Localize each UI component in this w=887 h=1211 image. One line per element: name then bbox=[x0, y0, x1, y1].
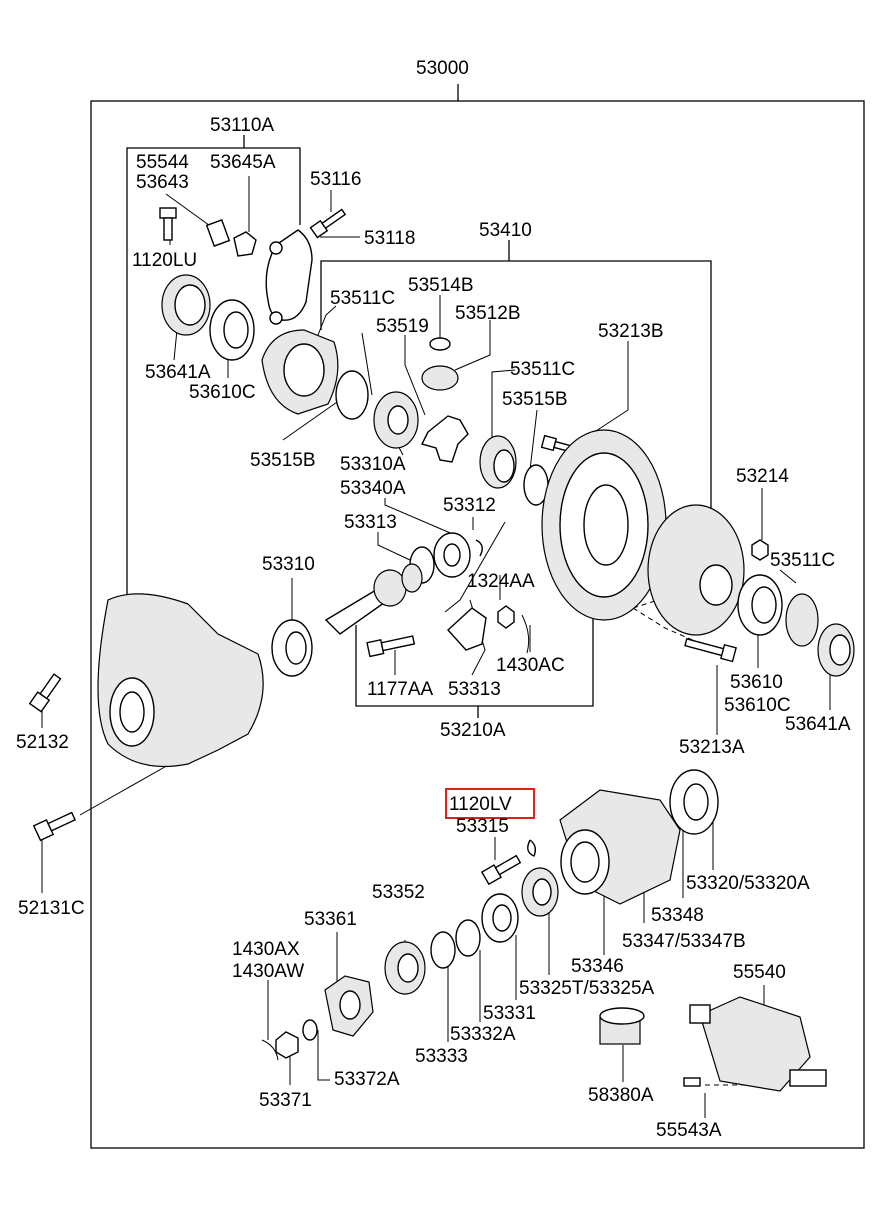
spider-shaft bbox=[420, 415, 469, 463]
washer-53372a bbox=[302, 1019, 318, 1041]
bolt-1120lu bbox=[159, 207, 177, 241]
nut-53371 bbox=[275, 1031, 299, 1059]
label-1177aa[interactable]: 1177AA bbox=[367, 679, 434, 700]
label-53348[interactable]: 53348 bbox=[651, 905, 704, 926]
label-55540[interactable]: 55540 bbox=[733, 962, 786, 983]
bolt-52131c bbox=[32, 811, 76, 842]
label-53511c-right[interactable]: 53511C bbox=[770, 550, 835, 571]
label-1430ax[interactable]: 1430AX bbox=[232, 939, 300, 960]
label-53515b-right[interactable]: 53515B bbox=[502, 389, 568, 410]
parts-drawings bbox=[28, 207, 855, 1092]
gasket-53313 bbox=[447, 607, 487, 651]
assembly-label: 53000 bbox=[416, 58, 469, 79]
label-53325t-53325a[interactable]: 53325T/53325A bbox=[519, 978, 655, 999]
adjuster-gear-left bbox=[161, 274, 211, 336]
label-53361[interactable]: 53361 bbox=[304, 909, 357, 930]
label-52131c[interactable]: 52131C bbox=[18, 898, 85, 919]
carrier-housing bbox=[97, 593, 264, 768]
label-53372a[interactable]: 53372A bbox=[334, 1069, 400, 1090]
side-gear-right bbox=[479, 435, 517, 489]
label-53645a[interactable]: 53645A bbox=[210, 152, 276, 173]
label-55544[interactable]: 55544 bbox=[136, 152, 189, 173]
bearing-left bbox=[209, 299, 255, 361]
label-53371[interactable]: 53371 bbox=[259, 1090, 312, 1111]
assembly-frame bbox=[90, 100, 865, 1149]
highlight-label[interactable]: 1120LV bbox=[449, 794, 512, 815]
label-53213b[interactable]: 53213B bbox=[598, 321, 664, 342]
pinion-bearing-upper bbox=[433, 532, 471, 578]
adjuster-gear-right bbox=[817, 623, 855, 677]
label-53514b[interactable]: 53514B bbox=[408, 275, 474, 296]
bearing-right bbox=[737, 574, 783, 636]
label-53315[interactable]: 53315 bbox=[456, 816, 509, 837]
seal-53352 bbox=[384, 941, 426, 995]
label-55543a[interactable]: 55543A bbox=[656, 1120, 722, 1141]
washer-53333 bbox=[430, 931, 456, 969]
diff-case-left bbox=[261, 329, 339, 415]
nut-53214 bbox=[751, 539, 769, 561]
drive-pinion bbox=[324, 563, 423, 635]
label-53512b[interactable]: 53512B bbox=[455, 303, 521, 324]
label-53213a[interactable]: 53213A bbox=[679, 737, 745, 758]
label-53331[interactable]: 53331 bbox=[483, 1003, 536, 1024]
label-53320-53320a[interactable]: 53320/53320A bbox=[686, 873, 810, 894]
shaft-housing-55540 bbox=[689, 996, 827, 1092]
label-53610c-left[interactable]: 53610C bbox=[189, 382, 256, 403]
label-53352[interactable]: 53352 bbox=[372, 882, 425, 903]
pin-55543a bbox=[683, 1077, 701, 1087]
label-53511c-mid[interactable]: 53511C bbox=[510, 359, 575, 380]
label-53333[interactable]: 53333 bbox=[415, 1046, 468, 1067]
bearing-53320 bbox=[669, 769, 719, 835]
label-53347-53347b[interactable]: 53347/53347B bbox=[622, 931, 746, 952]
label-53515b-left[interactable]: 53515B bbox=[250, 450, 316, 471]
label-53313-lower[interactable]: 53313 bbox=[448, 679, 501, 700]
bearing-53331 bbox=[481, 893, 519, 943]
label-53214[interactable]: 53214 bbox=[736, 466, 789, 487]
label-53312[interactable]: 53312 bbox=[443, 495, 496, 516]
label-53346[interactable]: 53346 bbox=[571, 956, 624, 977]
label-53410[interactable]: 53410 bbox=[479, 220, 532, 241]
label-53110a[interactable]: 53110A bbox=[210, 115, 274, 136]
label-52132[interactable]: 52132 bbox=[16, 732, 69, 753]
side-gear-center bbox=[373, 391, 419, 449]
label-53643[interactable]: 53643 bbox=[136, 172, 189, 193]
label-53610c-right[interactable]: 53610C bbox=[724, 695, 791, 716]
label-53610[interactable]: 53610 bbox=[730, 672, 783, 693]
label-53310[interactable]: 53310 bbox=[262, 554, 315, 575]
label-53519[interactable]: 53519 bbox=[376, 316, 429, 337]
label-1120lu[interactable]: 1120LU bbox=[132, 250, 197, 271]
label-53641a-left[interactable]: 53641A bbox=[145, 362, 211, 383]
race-53325t bbox=[521, 867, 559, 917]
label-58380a[interactable]: 58380A bbox=[588, 1085, 654, 1106]
label-53310a[interactable]: 53310A bbox=[340, 454, 406, 475]
label-53116[interactable]: 53116 bbox=[310, 169, 361, 190]
housing-53346 bbox=[559, 789, 681, 905]
label-1324aa[interactable]: 1324AA bbox=[467, 571, 535, 592]
label-1430ac[interactable]: 1430AC bbox=[496, 655, 565, 676]
pinion-bearing-outer bbox=[271, 619, 313, 677]
label-53340a[interactable]: 53340A bbox=[340, 478, 406, 499]
label-53332a[interactable]: 53332A bbox=[450, 1024, 516, 1045]
flange-53361 bbox=[324, 975, 374, 1037]
label-53511c-upper[interactable]: 53511C bbox=[330, 288, 395, 309]
thrust-washer-left bbox=[335, 370, 369, 420]
ring-gear bbox=[541, 429, 667, 621]
label-1430aw[interactable]: 1430AW bbox=[232, 961, 304, 982]
highlight-box bbox=[445, 788, 535, 819]
label-53641a-right[interactable]: 53641A bbox=[785, 714, 851, 735]
pinion-gear bbox=[421, 365, 459, 391]
label-53118[interactable]: 53118 bbox=[364, 228, 415, 249]
bolt-52132 bbox=[28, 673, 62, 713]
diff-case-right bbox=[647, 504, 745, 636]
bushing-58380a bbox=[599, 1007, 645, 1045]
part-labels: 53110A 55544 53643 53645A 53116 53118 11… bbox=[16, 115, 851, 1141]
label-53210a[interactable]: 53210A bbox=[440, 720, 506, 741]
label-53313-upper[interactable]: 53313 bbox=[344, 512, 397, 533]
spacer-53332a bbox=[455, 919, 481, 957]
